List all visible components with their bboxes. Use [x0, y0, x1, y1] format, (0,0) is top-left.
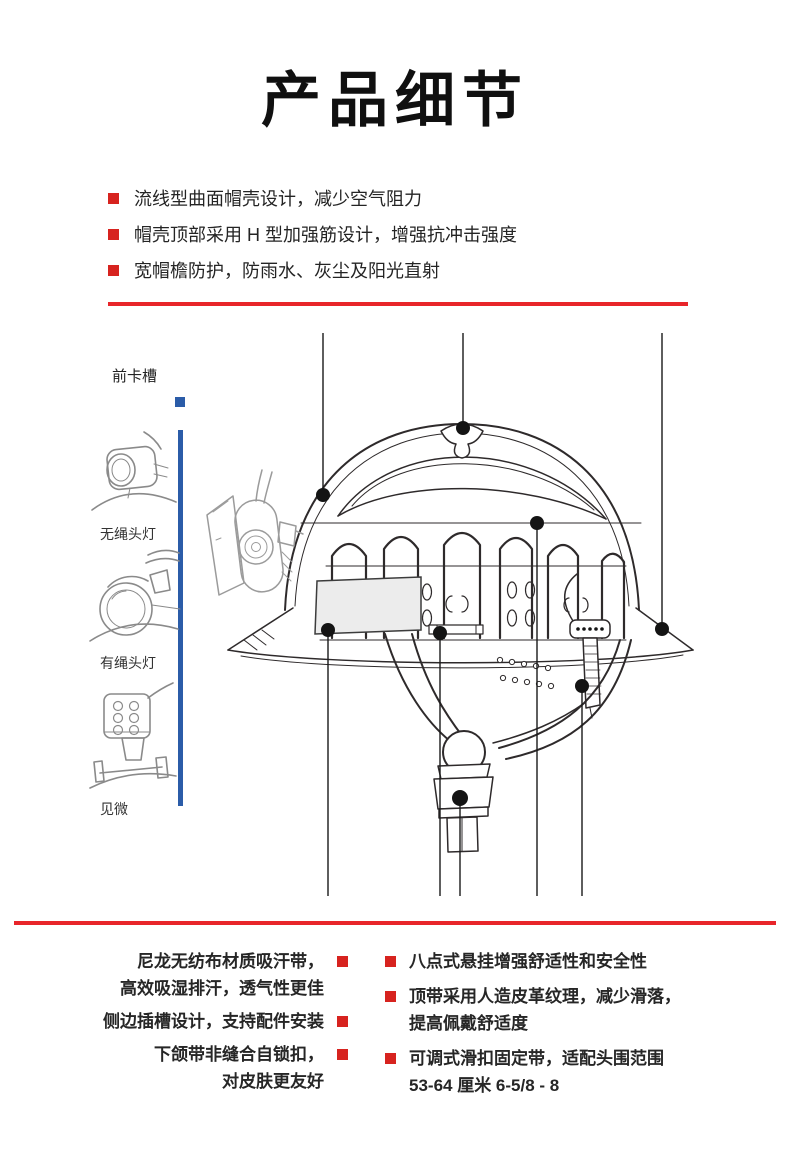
- headband-holes: [421, 581, 589, 627]
- accessory-cordless-headlamp: 无绳头灯: [88, 424, 184, 544]
- cordless-headlamp-icon: [91, 431, 177, 511]
- red-divider-top: [108, 302, 688, 306]
- top-feature-list: 流线型曲面帽壳设计，减少空气阻力 帽壳顶部采用 H 型加强筋设计，增强抗冲击强度…: [108, 188, 517, 296]
- feature-text: 顶带采用人造皮革纹理，减少滑落， 提高佩戴舒适度: [409, 987, 681, 1033]
- red-square-bullet-icon: [337, 956, 348, 967]
- callout-dots: [316, 421, 669, 806]
- feature-text: 侧边插槽设计，支持配件安装: [103, 1012, 324, 1031]
- red-square-bullet-icon: [385, 1053, 396, 1064]
- feature-item: 侧边插槽设计，支持配件安装: [100, 1008, 348, 1035]
- feature-text: 八点式悬挂增强舒适性和安全性: [409, 952, 647, 971]
- red-square-bullet-icon: [337, 1049, 348, 1060]
- mounted-headlamp-art: [206, 469, 304, 596]
- feature-item: 尼龙无纺布材质吸汗带， 高效吸湿排汗，透气性更佳: [100, 948, 348, 1002]
- feature-text: 尼龙无纺布材质吸汗带， 高效吸湿排汗，透气性更佳: [120, 952, 324, 998]
- red-square-bullet-icon: [108, 193, 119, 204]
- feature-item: 流线型曲面帽壳设计，减少空气阻力: [108, 188, 517, 210]
- accessory-camera: 见微: [88, 676, 184, 819]
- red-square-bullet-icon: [108, 265, 119, 276]
- feature-item: 可调式滑扣固定带，适配头围范围 53-64 厘米 6-5/8 - 8: [385, 1045, 725, 1099]
- feature-text: 可调式滑扣固定带，适配头围范围 53-64 厘米 6-5/8 - 8: [409, 1049, 664, 1095]
- side-slot: [428, 624, 484, 635]
- bottom-right-feature-list: 八点式悬挂增强舒适性和安全性 顶带采用人造皮革纹理，减少滑落， 提高佩戴舒适度 …: [385, 948, 725, 1107]
- front-slot-label: 前卡槽: [112, 368, 158, 385]
- accessory-corded-headlamp: 有绳头灯: [88, 545, 184, 673]
- blue-marker-square: [175, 397, 185, 407]
- feature-text: 下颌带非缝合自锁扣， 对皮肤更友好: [154, 1045, 324, 1091]
- helmet-diagram: [206, 333, 694, 896]
- feature-item: 顶带采用人造皮革纹理，减少滑落， 提高佩戴舒适度: [385, 983, 725, 1037]
- accessory-label: 无绳头灯: [100, 526, 156, 542]
- red-square-bullet-icon: [385, 956, 396, 967]
- feature-item: 下颌带非缝合自锁扣， 对皮肤更友好: [100, 1041, 348, 1095]
- feature-text: 宽帽檐防护，防雨水、灰尘及阳光直射: [134, 261, 440, 281]
- red-divider-bottom: [14, 921, 776, 925]
- page-title: 产品细节: [261, 67, 529, 134]
- red-square-bullet-icon: [337, 1016, 348, 1027]
- corded-headlamp-icon: [89, 549, 181, 642]
- accessory-label: 有绳头灯: [100, 655, 156, 671]
- feature-item: 宽帽檐防护，防雨水、灰尘及阳光直射: [108, 260, 517, 282]
- red-square-bullet-icon: [108, 229, 119, 240]
- red-square-bullet-icon: [385, 991, 396, 1002]
- helmet-line-art: [227, 423, 694, 853]
- camera-icon: [89, 682, 177, 789]
- feature-item: 帽壳顶部采用 H 型加强筋设计，增强抗冲击强度: [108, 224, 517, 246]
- accessory-group-bar: [178, 430, 183, 806]
- feature-item: 八点式悬挂增强舒适性和安全性: [385, 948, 725, 975]
- bottom-left-feature-list: 尼龙无纺布材质吸汗带， 高效吸湿排汗，透气性更佳 侧边插槽设计，支持配件安装 下…: [100, 948, 348, 1101]
- feature-text: 帽壳顶部采用 H 型加强筋设计，增强抗冲击强度: [134, 225, 517, 245]
- accessory-label: 见微: [100, 801, 128, 817]
- sweatband: [314, 576, 422, 635]
- feature-text: 流线型曲面帽壳设计，减少空气阻力: [134, 189, 422, 209]
- leader-lines: [322, 333, 663, 896]
